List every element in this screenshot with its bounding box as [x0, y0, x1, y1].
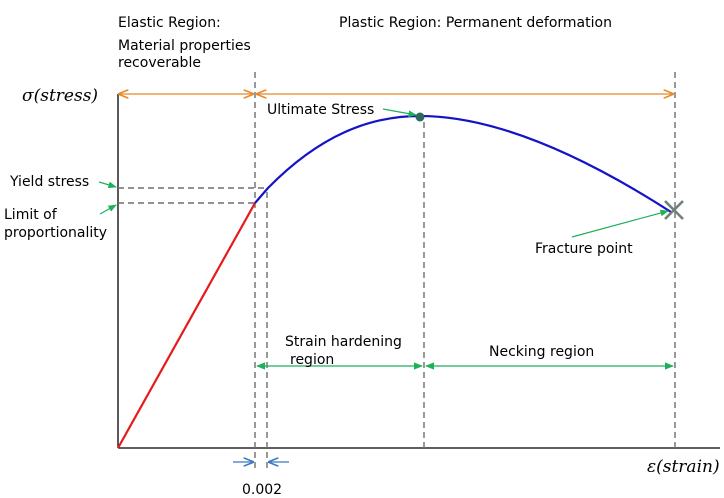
ultimate-stress-point: [415, 112, 425, 122]
y-axis-label: σ(stress): [22, 86, 98, 106]
elastic-region-desc-line2: recoverable: [118, 55, 201, 71]
yield-stress-label: Yield stress: [9, 174, 89, 190]
ultimate-stress-label: Ultimate Stress: [267, 102, 374, 118]
proportional-limit-label-line1: Limit of: [4, 207, 58, 223]
fracture-point-label: Fracture point: [535, 241, 633, 257]
yield-stress-pointer: [98, 181, 117, 189]
offset-strain-label: 0.002: [242, 482, 282, 498]
necking-region-label: Necking region: [489, 344, 594, 360]
strain-hardening-label-line1: Strain hardening: [285, 334, 402, 350]
proportional-limit-label-line2: proportionality: [4, 225, 107, 241]
proportional-limit-pointer: [99, 204, 117, 215]
elastic-region-title: Elastic Region:: [118, 15, 221, 31]
x-axis-label: ε(strain): [647, 457, 720, 477]
plastic-curve: [254, 114, 672, 213]
strain-hardening-label-line2: region: [290, 352, 334, 368]
ultimate-stress-pointer: [382, 108, 417, 117]
elastic-line: [117, 202, 256, 449]
elastic-region-desc-line1: Material properties: [118, 38, 251, 54]
plastic-region-label: Plastic Region: Permanent deformation: [339, 15, 612, 31]
fracture-point-pointer: [571, 209, 669, 238]
